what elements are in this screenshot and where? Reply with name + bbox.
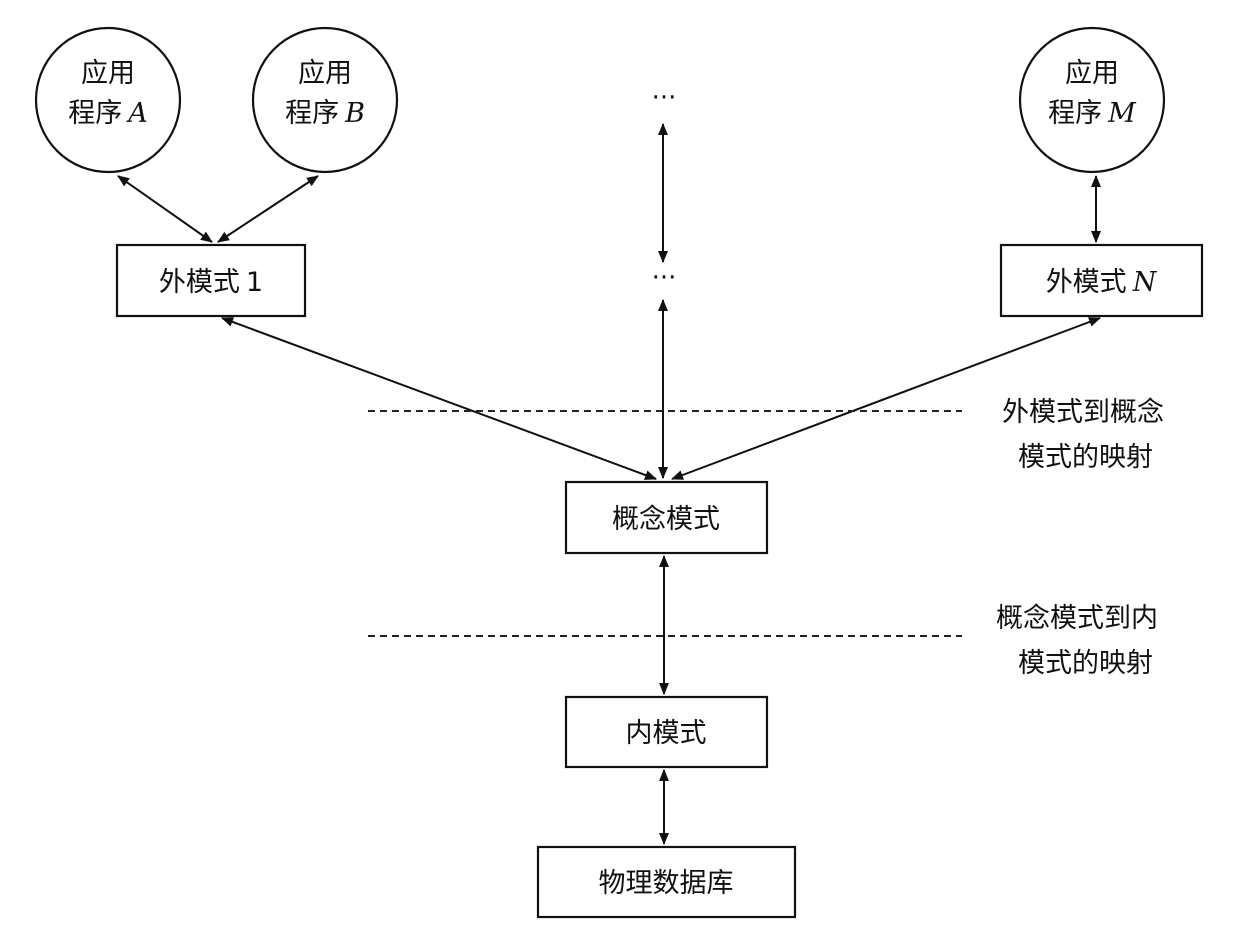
svg-text:外模式到概念: 外模式到概念 bbox=[1002, 397, 1164, 428]
svg-text:概念模式到内: 概念模式到内 bbox=[996, 603, 1158, 634]
arrow-ext1-concept bbox=[221, 317, 657, 480]
svg-text:模式的映射: 模式的映射 bbox=[1018, 442, 1153, 473]
svg-text:物理数据库: 物理数据库 bbox=[599, 868, 734, 899]
mapping-label-ext-concept: 外模式到概念 模式的映射 bbox=[1002, 397, 1164, 473]
svg-text:概念模式: 概念模式 bbox=[612, 504, 720, 535]
app-a-line1: 应用 bbox=[81, 58, 135, 89]
ellipsis-top: ··· bbox=[652, 83, 677, 113]
svg-text:模式的映射: 模式的映射 bbox=[1018, 648, 1153, 679]
physical-database: 物理数据库 bbox=[536, 845, 797, 919]
conceptual-schema: 概念模式 bbox=[564, 480, 769, 555]
arrow-app-a-ext1 bbox=[117, 175, 213, 243]
arrow-extn-concept bbox=[671, 317, 1101, 480]
internal-schema: 内模式 bbox=[564, 695, 769, 769]
ellipsis-mid: ··· bbox=[652, 263, 677, 293]
mapping-label-concept-internal: 概念模式到内 模式的映射 bbox=[996, 603, 1158, 679]
svg-text:内模式: 内模式 bbox=[626, 718, 707, 749]
arrow-app-b-ext1 bbox=[217, 175, 319, 243]
app-b-line1: 应用 bbox=[298, 58, 352, 89]
app-m-line1: 应用 bbox=[1065, 58, 1119, 89]
